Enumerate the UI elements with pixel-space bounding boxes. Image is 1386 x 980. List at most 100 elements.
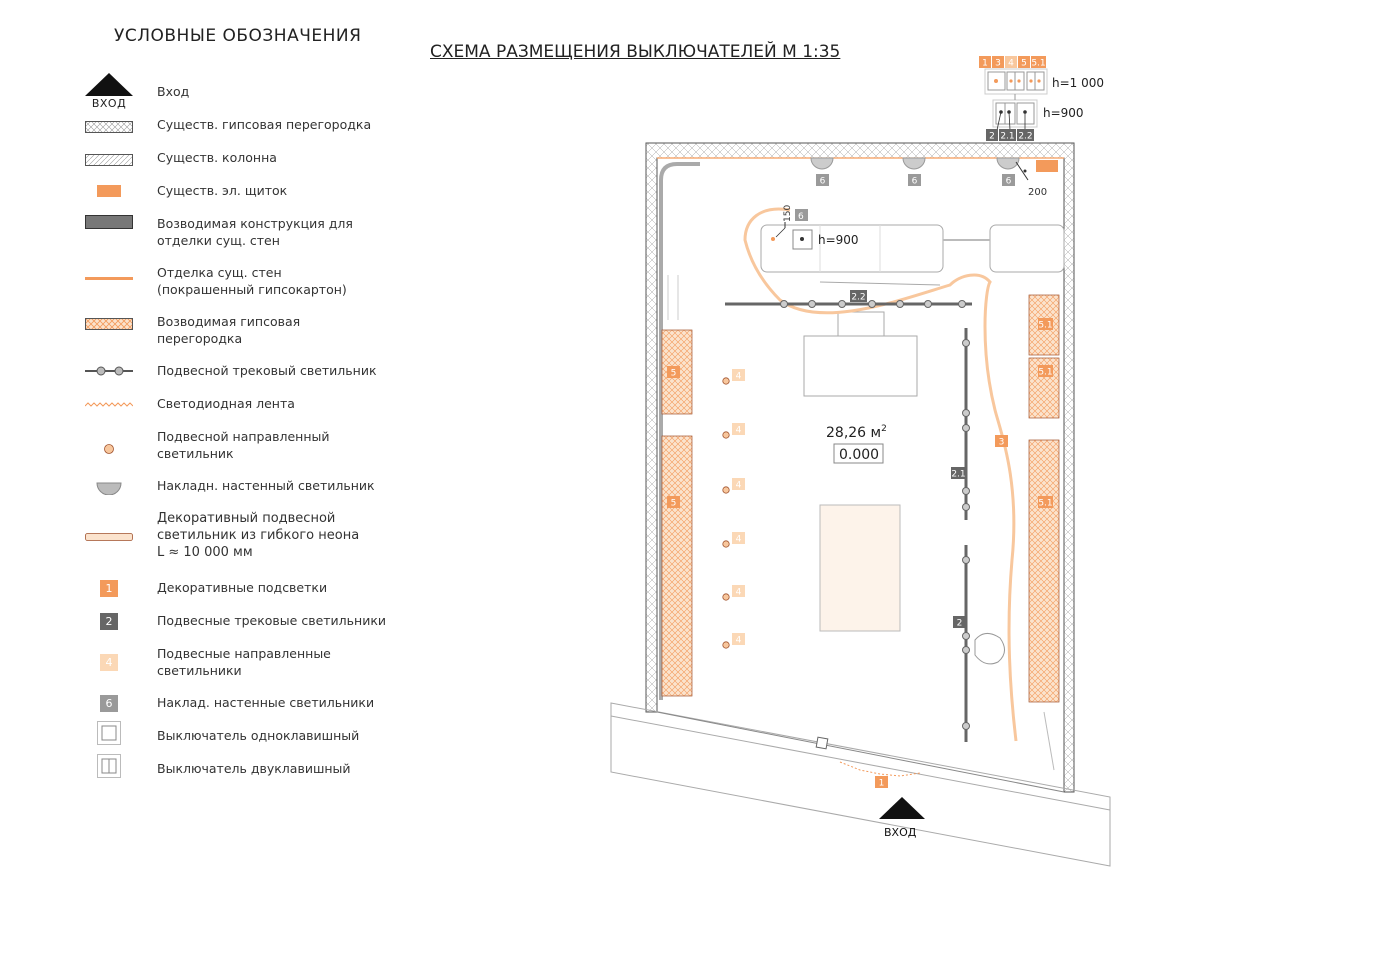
led-strip-icon	[84, 399, 134, 413]
right-deco-panels	[1028, 294, 1060, 703]
wall-finish-icon	[84, 272, 134, 286]
wall-light-badge: 6	[1002, 174, 1015, 187]
switch-group-badge: 2.2	[1017, 129, 1034, 142]
track-light-icon	[962, 339, 970, 347]
neon-badge: 3	[995, 435, 1008, 448]
track-light-icon	[838, 300, 846, 308]
legend-label: Отделка сущ. стен (покрашенный гипсокарт…	[157, 265, 347, 297]
spot-badge: 4	[732, 369, 745, 382]
wall-light-badge: 6	[816, 174, 829, 187]
legend: ВХОД Вход Существ. гипсовая перегородка …	[0, 0, 400, 800]
entrance-label: ВХОД	[884, 826, 917, 839]
neon-icon	[84, 530, 134, 544]
svg-text:5: 5	[671, 499, 677, 509]
plan-title: СХЕМА РАЗМЕЩЕНИЯ ВЫКЛЮЧАТЕЛЕЙ М 1:35	[430, 42, 841, 62]
badge-track-icon: 2	[84, 612, 134, 630]
double-switch-icon	[84, 754, 134, 778]
track-light-icon	[84, 364, 134, 378]
legend-label: Возводимая гипсовая перегородка	[157, 314, 301, 346]
exterior-walls	[645, 142, 1075, 793]
svg-text:5.1: 5.1	[1031, 59, 1045, 69]
wall-light-badge: 6	[908, 174, 921, 187]
construction-icon	[84, 215, 134, 229]
legend-label: Подвесные трековые светильники	[157, 613, 386, 628]
svg-text:h=900: h=900	[818, 233, 859, 247]
deco-badge: 5	[667, 496, 680, 509]
deco-badge: 5.1	[1038, 318, 1053, 331]
spot-badge: 4	[732, 633, 745, 646]
street-area	[610, 702, 1111, 867]
svg-text:4: 4	[736, 426, 742, 436]
track-light-icon	[924, 300, 932, 308]
svg-text:1: 1	[982, 59, 988, 69]
svg-text:4: 4	[1008, 59, 1014, 69]
area-text: 28,26 м2	[826, 424, 887, 441]
badge-spot-icon: 4	[84, 653, 134, 671]
track-lights	[725, 300, 972, 742]
svg-text:5.1: 5.1	[1038, 368, 1052, 378]
track-badge: 2.1	[951, 467, 966, 480]
electric-panel-icon	[84, 184, 134, 198]
track-light-icon	[962, 424, 970, 432]
track-light-icon	[780, 300, 788, 308]
spot-light-icon	[722, 593, 730, 601]
switch-group-badge: 5.1	[1031, 56, 1046, 69]
deco-badge: 5.1	[1038, 365, 1053, 378]
column-hatch-icon	[84, 153, 134, 167]
wall-light-icon	[902, 157, 926, 170]
spot-badge: 4	[732, 478, 745, 491]
neon-line	[743, 207, 1018, 742]
svg-text:2.2: 2.2	[851, 293, 865, 303]
level-box	[833, 443, 884, 464]
legend-label: Подвесной направленный светильник	[157, 429, 330, 461]
desk-switch: 6 h=900	[771, 209, 859, 250]
electric-panel	[1036, 160, 1058, 172]
svg-text:200: 200	[1028, 187, 1047, 198]
spot-light-icon	[722, 641, 730, 649]
spot-light-icon	[722, 377, 730, 385]
spot-light-icon	[722, 540, 730, 548]
svg-text:5.1: 5.1	[1038, 499, 1052, 509]
legend-label: Подвесные направленные светильники	[157, 646, 331, 678]
track-light-icon	[962, 722, 970, 730]
track-light-icon	[962, 646, 970, 654]
construction-corner	[659, 162, 700, 700]
spot-badge: 4	[732, 423, 745, 436]
track-badge: 2	[953, 616, 966, 629]
legend-label: Светодиодная лента	[157, 396, 295, 411]
deco-badge: 5.1	[1038, 496, 1053, 509]
switch-group-badge: 3	[992, 56, 1004, 69]
switch-group-badge: 1	[979, 56, 991, 69]
spot-light-icon	[722, 486, 730, 494]
svg-text:150: 150	[783, 205, 793, 222]
track-light-icon	[962, 487, 970, 495]
single-switch-icon	[84, 721, 134, 745]
svg-text:6: 6	[820, 177, 826, 187]
legend-title: УСЛОВНЫЕ ОБОЗНАЧЕНИЯ	[114, 26, 362, 46]
switch-group-badge: 2.1	[999, 129, 1016, 142]
entrance-word: ВХОД	[91, 96, 127, 110]
svg-text:4: 4	[736, 481, 742, 491]
track-light-icon	[962, 503, 970, 511]
legend-label: Выключатель одноклавишный	[157, 728, 360, 743]
spot-light-icon	[84, 442, 134, 456]
new-partition-icon	[84, 317, 134, 331]
svg-text:6: 6	[1006, 177, 1012, 187]
switch-group-badge: 5	[1018, 56, 1030, 69]
dimension-150: 150	[783, 205, 793, 228]
svg-text:4: 4	[736, 588, 742, 598]
svg-text:5.1: 5.1	[1038, 321, 1052, 331]
furniture	[760, 224, 1065, 771]
spot-light-icon	[722, 431, 730, 439]
svg-text:6: 6	[912, 177, 918, 187]
wall-light-icon	[810, 157, 834, 170]
svg-text:2: 2	[989, 132, 995, 142]
svg-text:h=1 000: h=1 000	[1052, 76, 1104, 90]
svg-text:5: 5	[1021, 59, 1027, 69]
track-light-icon	[962, 632, 970, 640]
svg-text:4: 4	[736, 372, 742, 382]
svg-text:2.1: 2.1	[1000, 132, 1014, 142]
legend-label: Вход	[157, 84, 190, 99]
legend-label: Декоративный подвесной светильник из гиб…	[157, 511, 360, 560]
